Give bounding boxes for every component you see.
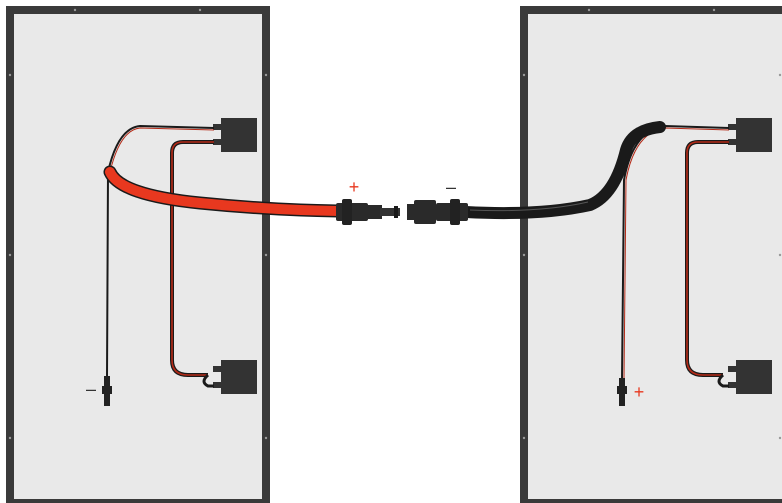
left-panel-mount-holes <box>8 8 268 440</box>
right-solar-panel <box>520 6 782 503</box>
center-positive-connector <box>336 199 400 225</box>
left-bottom-junction-box <box>221 360 257 394</box>
center-positive-label: + <box>349 177 360 197</box>
center-negative-label: – <box>446 177 456 197</box>
right-panel-mount-holes <box>522 8 782 440</box>
center-negative-connector <box>407 199 468 225</box>
right-positive-connector <box>617 378 627 406</box>
left-solar-panel <box>6 6 270 503</box>
left-panel-face <box>14 14 262 499</box>
right-top-junction-box <box>736 118 772 152</box>
right-bottom-junction-box <box>736 360 772 394</box>
left-top-junction-box <box>221 118 257 152</box>
negative-main-cable <box>460 121 666 220</box>
right-panel-lead-label: + <box>634 382 645 402</box>
right-panel-face <box>528 14 782 499</box>
left-panel-lead-label: – <box>86 379 96 399</box>
left-negative-connector <box>102 376 112 406</box>
